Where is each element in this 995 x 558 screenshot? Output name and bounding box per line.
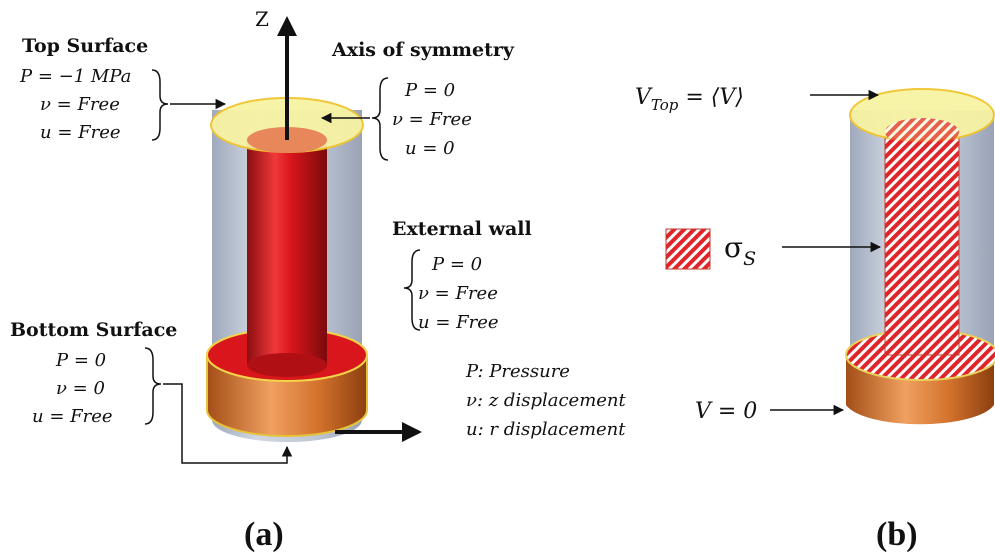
sigma-subscript: S [743, 248, 756, 270]
external-wall-line-2: ν = Free [418, 283, 498, 304]
bottom-surface-brace [144, 347, 162, 425]
inner-rod [247, 140, 327, 365]
b-rod-top [885, 118, 959, 146]
bottom-surface-line-3: u = Free [32, 406, 113, 427]
sigma-symbol: σ [724, 231, 743, 264]
top-surface-line-1: P = −1 MPa [19, 66, 131, 87]
top-surface-line-2: ν = Free [40, 94, 120, 115]
axis-symmetry-line-1: P = 0 [404, 80, 455, 101]
external-wall-line-3: u = Free [418, 312, 499, 333]
legend-pressure: P: Pressure [465, 361, 570, 382]
panel-b-label: (b) [876, 516, 918, 553]
external-wall-line-1: P = 0 [431, 254, 482, 275]
axis-symmetry-line-2: ν = Free [392, 109, 472, 130]
sigma-label: σS [724, 231, 756, 270]
external-wall-brace [403, 249, 421, 331]
legend-r-displacement: u: r displacement [466, 419, 626, 440]
top-surface-brace [151, 69, 169, 141]
bottom-surface-pointer [163, 383, 293, 464]
v-top-symbol: V [635, 85, 653, 110]
panel-b: VTop = ⟨V⟩ σS V = 0 (b) [635, 85, 995, 553]
b-hatched-rod [884, 129, 960, 356]
v-top-subscript: Top [651, 96, 679, 114]
v-zero-label: V = 0 [695, 399, 757, 424]
bottom-surface-title: Bottom Surface [10, 319, 177, 341]
axis-symmetry-title: Axis of symmetry [331, 39, 515, 61]
z-axis-label: Z [255, 7, 269, 31]
v-top-label: VTop = ⟨V⟩ [635, 85, 744, 114]
external-wall-title: External wall [392, 218, 532, 240]
legend-z-displacement: ν: z displacement [466, 390, 627, 411]
inner-rod-bottom [247, 353, 327, 377]
top-surface-title: Top Surface [22, 35, 148, 57]
sigma-swatch [665, 228, 711, 270]
bottom-surface-line-2: ν = 0 [56, 378, 105, 399]
bottom-surface-line-1: P = 0 [55, 350, 106, 371]
axis-symmetry-line-3: u = 0 [405, 138, 455, 159]
panel-a: Z Top Surface P = −1 MPa ν = Free u = Fr… [10, 7, 627, 553]
top-surface-line-3: u = Free [40, 122, 121, 143]
axis-symmetry-brace [371, 77, 389, 161]
v-top-rhs: = ⟨V⟩ [678, 85, 743, 110]
panel-a-label: (a) [244, 516, 284, 553]
